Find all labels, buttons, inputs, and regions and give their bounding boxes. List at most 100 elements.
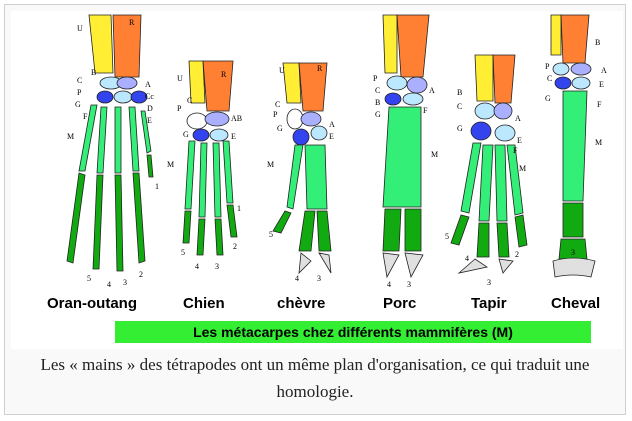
phalanx-bone [299,211,315,251]
carpal-bone [385,93,401,105]
metacarpal-bone [79,105,97,171]
bone-label: C [77,76,82,85]
bone-label: G [375,110,381,119]
bone-label: C [275,100,280,109]
bone-label: G [457,124,463,133]
bone-label: D [147,104,153,113]
carpal-bone [114,91,132,103]
metacarpal-bone [563,91,587,201]
bone-label: P [177,104,182,113]
bone-label: AB [231,114,242,123]
bone-label: U [279,66,285,75]
species-label-cheval: Cheval [551,295,600,312]
radius-bone [113,15,141,77]
phalanx-bone [451,215,469,245]
digit-number: 3 [407,280,411,289]
metacarpal-bone [129,107,139,171]
digit-number: 4 [107,280,111,289]
bone-label: E [147,116,152,125]
bone-label: C [457,102,462,111]
radius-bone [397,15,429,77]
phalanx-bone [273,211,291,233]
chevre-hoof [273,63,331,273]
bone-label: F [83,112,88,121]
digit-number: 5 [181,248,185,257]
bone-label: R [129,18,135,27]
hoof [383,253,399,277]
digit-number: 4 [465,254,469,263]
bone-label: F [513,146,518,155]
phalanx-bone [147,155,153,177]
phalanx-bone [183,211,191,243]
bone-label: M [519,164,526,173]
digit-number: 5 [87,274,91,283]
bone-label: G [75,100,81,109]
bone-label: M [267,160,274,169]
metacarpal-bone [213,143,221,217]
bone-label: E [231,132,236,141]
digit-number: 4 [295,274,299,283]
digit-number: 2 [233,242,237,251]
metacarpal-bone [479,145,493,221]
carpal-bone [311,126,327,140]
bone-label: E [329,132,334,141]
carpal-bone [407,77,427,93]
carpal-bone [403,93,423,105]
bone-label: M [595,138,602,147]
metacarpal-bone [199,143,207,217]
digit-number: 4 [387,280,391,289]
bone-label: P [77,88,82,97]
metacarpal-bone [461,143,481,213]
carpal-bone [187,113,207,129]
radius-bone [299,63,327,111]
carpal-bone [210,129,228,141]
carpal-bone [117,77,137,89]
ulna-bone [383,15,397,73]
oran-outang-hand [67,15,153,271]
bone-label: F [423,106,428,115]
carpal-bone [555,77,571,89]
phalanx-bone [563,203,583,237]
tapir-foot [451,55,527,273]
metacarpal-bone [185,141,195,209]
bone-label: C [547,74,552,83]
bone-label: R [221,70,227,79]
ulna-bone [89,15,113,73]
bone-label: G [277,124,283,133]
phalanx-bone [133,173,145,263]
metacarpal-diagram: U R C B A P Cc G D F E M U R P C AB G E … [11,11,623,349]
digit-number: 2 [515,250,519,259]
hoof [299,253,311,273]
carpal-bone [205,112,229,126]
species-label-chien: Chien [183,295,225,312]
radius-bone [493,55,515,103]
digit-number: 3 [317,274,321,283]
digit-number: 5 [445,232,449,241]
bone-label: P [273,110,278,119]
bone-label: B [595,38,600,47]
phalanx-bone [115,175,123,271]
bone-label: B [91,68,96,77]
phalanx-bone [227,205,237,237]
carpal-bone [193,129,209,141]
metacarpal-bone [507,145,523,215]
ulna-bone [283,63,301,103]
bone-label: M [167,160,174,169]
bone-label: E [599,80,604,89]
bone-label: B [457,88,462,97]
digit-number: 1 [237,204,241,213]
phalanx-bone [197,219,205,255]
bone-label: F [597,100,602,109]
metacarpal-bone [383,107,421,207]
chien-paw [183,61,237,255]
phalanx-bone [405,209,421,251]
carpal-bone [471,122,491,140]
carpal-bone [571,63,591,75]
porc-hoof [383,15,429,277]
digit-number: 3 [487,278,491,287]
bone-label: P [545,62,550,71]
carpal-bone [301,112,321,126]
species-label-oran-outang: Oran-outang [47,295,137,312]
phalanx-bone [383,209,401,251]
bone-label: R [317,64,323,73]
